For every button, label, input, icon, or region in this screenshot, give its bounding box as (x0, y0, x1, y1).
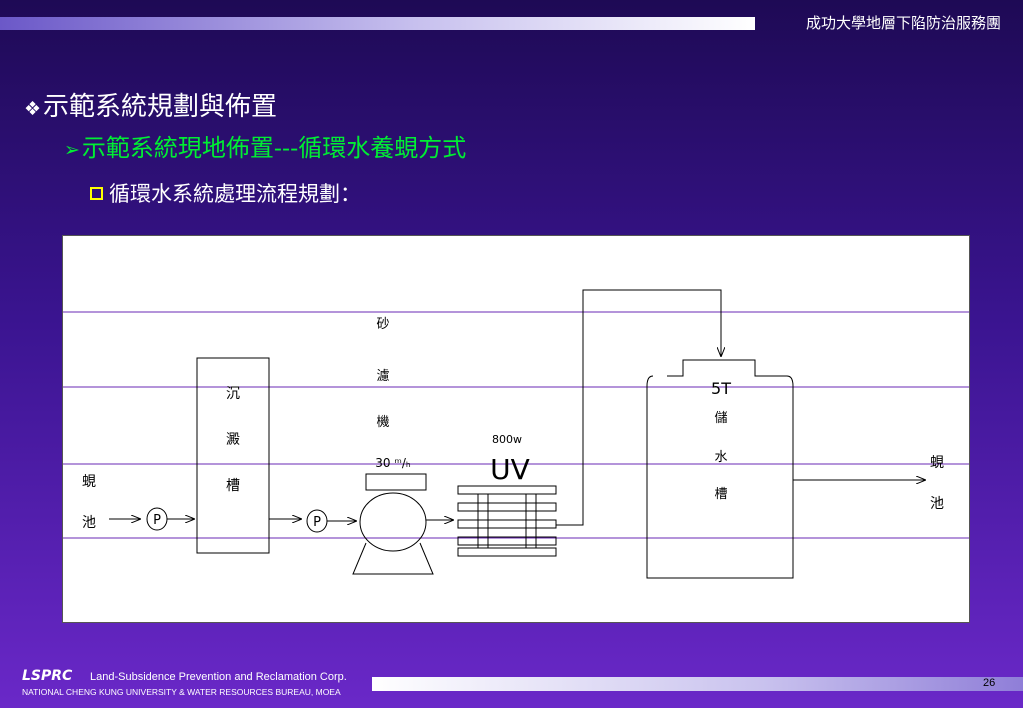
heading-level3-text: 循環水系統處理流程規劃： (109, 182, 361, 206)
settle-tank-label-2: 澱 (226, 432, 240, 448)
pump2-label: P (313, 515, 321, 530)
pond-out-label-1: 蜆 (930, 455, 944, 471)
filter-body (359, 492, 427, 552)
pond-in-label-2: 池 (82, 515, 96, 531)
heading-level1-text: 示範系統規劃與佈置 (43, 92, 278, 122)
filter-base (352, 542, 434, 575)
storage-tank-label-2: 水 (714, 450, 727, 465)
heading-level2: ➢示範系統現地佈置---循環水養蜆方式 (64, 128, 466, 163)
footer-abbr: LSPRC (22, 668, 73, 684)
pond-in-label-1: 蜆 (82, 474, 96, 490)
heading-level1: ❖示範系統規劃與佈置 (24, 86, 277, 123)
settle-tank-label-3: 槽 (226, 478, 240, 494)
footer-corp: Land-Subsidence Prevention and Reclamati… (90, 671, 347, 683)
pond-out-label-2: 池 (930, 496, 944, 512)
footer-bar (372, 677, 1023, 691)
heading-level2-text: 示範系統現地佈置---循環水養蜆方式 (81, 134, 467, 162)
filter-size-label: 30 ᵐ/ₕ (375, 456, 411, 470)
heading-level3: 循環水系統處理流程規劃： (90, 178, 361, 208)
storage-tank-label-1: 儲 (714, 411, 727, 426)
page-number: 26 (983, 677, 996, 689)
uv-power-label: 800w (492, 433, 522, 446)
footer-univ: NATIONAL CHENG KUNG UNIVERSITY & WATER R… (22, 687, 341, 697)
guide-lines (63, 311, 969, 539)
uv-unit (457, 485, 557, 557)
arrow-bullet-icon: ➢ (64, 139, 80, 161)
storage-tank (646, 359, 794, 579)
uv-label: UV (490, 453, 530, 486)
filter-cap (365, 473, 427, 491)
pipe-arrow (556, 289, 721, 526)
storage-cap-label: 5T (711, 379, 731, 398)
sand-filter-label-1: 砂 (376, 317, 389, 332)
sand-filter-label-3: 機 (376, 415, 389, 430)
header-bar (0, 17, 755, 30)
header-org: 成功大學地層下陷防治服務團 (805, 14, 1001, 32)
flow-diagram-svg: 蜆 池 P 沉 澱 槽 P 砂 濾 機 30 ᵐ/ₕ 800w UV (63, 289, 969, 579)
sand-filter-label-2: 濾 (376, 369, 389, 384)
storage-tank-label-3: 槽 (714, 487, 727, 502)
settle-tank-label-1: 沉 (226, 386, 240, 402)
checkbox-bullet-icon (90, 187, 103, 200)
settling-tank (196, 357, 270, 554)
pump1-label: P (153, 513, 161, 528)
diamond-bullet-icon: ❖ (24, 98, 42, 120)
flow-diagram: 蜆 池 P 沉 澱 槽 P 砂 濾 機 30 ᵐ/ₕ 800w UV (62, 235, 970, 623)
